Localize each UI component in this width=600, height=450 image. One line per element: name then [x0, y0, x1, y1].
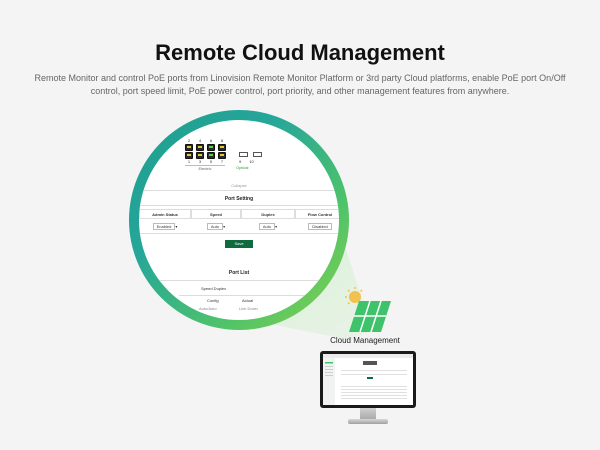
divider [139, 205, 339, 206]
chevron-down-icon: ▾ [223, 224, 226, 229]
divider [139, 190, 339, 191]
speed-select[interactable]: Auto [206, 223, 224, 230]
save-button[interactable]: Save [225, 240, 253, 248]
admin-status-select[interactable]: Enabled [152, 223, 176, 230]
col-config: Config [207, 298, 219, 303]
chevron-down-icon: ▾ [175, 224, 178, 229]
optical-numbers: 9 10 [239, 159, 254, 164]
chevron-down-icon: ▾ [275, 224, 278, 229]
optical-ports [239, 152, 262, 157]
port-list-title: Port List [228, 270, 250, 276]
port-setting-title: Port Setting [224, 196, 254, 202]
port-1[interactable] [185, 152, 193, 159]
screen-preview [323, 354, 413, 405]
monitor-stand-neck [360, 408, 376, 420]
actual-value: Link Down [239, 306, 258, 311]
divider [139, 233, 339, 234]
col-duplex: Duplex [241, 209, 295, 219]
duplex-select[interactable]: Auto [258, 223, 276, 230]
electric-label: Electric [185, 165, 225, 171]
port-numbers-bottom: 1 3 5 7 [185, 159, 226, 164]
port-number: 8 [220, 138, 224, 143]
page-description: Remote Monitor and control PoE ports fro… [34, 73, 566, 96]
port-number: 2 [187, 138, 191, 143]
divider [179, 295, 339, 296]
port-9[interactable] [239, 152, 248, 157]
monitor-icon [320, 351, 416, 408]
col-flow-control: Flow Control [295, 209, 339, 219]
cloud-panel-icon [349, 300, 391, 333]
col-admin-status: Admin Status [141, 292, 165, 297]
port-number: 3 [198, 159, 202, 164]
port-numbers-top: 2 4 6 8 [185, 138, 226, 143]
port-number: 10 [249, 159, 254, 164]
port-3[interactable] [196, 152, 204, 159]
port-number: 9 [239, 159, 242, 164]
port-number: 5 [209, 159, 213, 164]
port-row-bottom [185, 152, 226, 159]
flow-control-select[interactable]: Disabled [308, 223, 332, 230]
col-admin-status: Admin Status [139, 209, 191, 219]
port-number: 6 [209, 138, 213, 143]
col-speed-duplex: Speed Duplex [201, 286, 227, 291]
port-number: 4 [198, 138, 202, 143]
divider [139, 280, 339, 281]
config-value: Auto/Auto [199, 306, 217, 311]
cloud-management-graphic [335, 286, 405, 336]
port-setting-row: Enabled▾ Auto▾ Auto▾ Disabled [139, 221, 339, 232]
port-6[interactable] [207, 144, 215, 151]
port-4[interactable] [196, 144, 204, 151]
port-7[interactable] [218, 152, 226, 159]
port-2[interactable] [185, 144, 193, 151]
magnifier-lens: 2 4 6 8 1 3 5 7 E [134, 115, 344, 325]
sun-icon [345, 287, 391, 333]
port-number: 1 [187, 159, 191, 164]
port-number: 7 [220, 159, 224, 164]
monitor-screen [323, 354, 413, 405]
port-row-top [185, 144, 226, 151]
port-setting-header: Admin Status Speed Duplex Flow Control [139, 209, 339, 219]
port-8[interactable] [218, 144, 226, 151]
collapse-link[interactable]: Collapse [231, 183, 247, 188]
port-10[interactable] [253, 152, 262, 157]
col-actual: Actual [242, 298, 254, 303]
cloud-management-label: Cloud Management [330, 336, 400, 345]
optical-label: Optical [236, 165, 249, 170]
monitor-stand-base [348, 419, 388, 424]
port-panel: 2 4 6 8 1 3 5 7 E [185, 138, 226, 171]
col-speed: Speed [191, 209, 241, 219]
port-5[interactable] [207, 152, 215, 159]
page-title: Remote Cloud Management [155, 40, 445, 65]
zoomed-ui: 2 4 6 8 1 3 5 7 E [139, 120, 339, 320]
